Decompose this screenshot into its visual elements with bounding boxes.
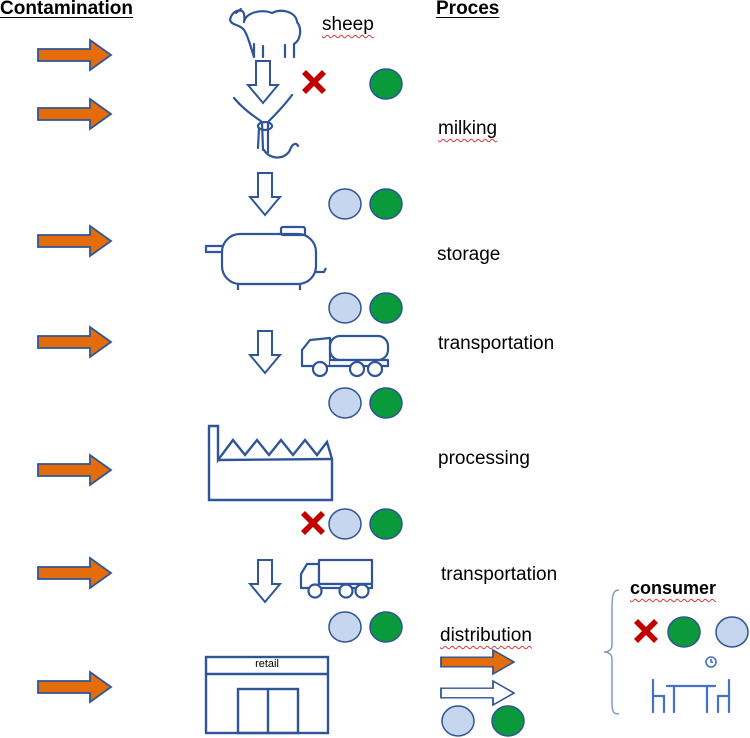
light-circle-2	[328, 188, 362, 220]
green-circle-3	[369, 292, 403, 324]
step-label-processing: processing	[438, 448, 530, 469]
consumer-label: consumer	[630, 578, 717, 598]
retail-label: retail	[255, 658, 279, 670]
consumer-bracket	[603, 589, 620, 715]
green-circle-6	[369, 611, 403, 643]
contamination-arrow-7	[37, 671, 112, 703]
light-circle-6	[328, 611, 362, 643]
tanker-truck-icon	[300, 334, 390, 378]
green-circle-2	[369, 188, 403, 220]
clock-icon	[705, 656, 717, 668]
consumer-cross-marker	[634, 619, 658, 643]
contamination-arrow-2	[37, 98, 112, 130]
step-label-transportation-1: transportation	[438, 333, 555, 354]
contamination-header: Contamination	[0, 0, 133, 19]
dining-table-icon	[651, 678, 731, 714]
light-circle-3	[328, 292, 362, 324]
step-label-milking: milking	[438, 118, 498, 139]
sheep-icon	[228, 7, 302, 59]
down-arrow-3	[249, 330, 281, 374]
cross-marker-5	[301, 511, 325, 535]
green-circle-7	[491, 705, 525, 737]
consumer-light-circle	[715, 616, 749, 648]
light-circle-5	[328, 508, 362, 540]
contamination-arrow-6	[37, 557, 112, 589]
green-circle-4	[369, 387, 403, 419]
contamination-arrow-4	[37, 326, 112, 358]
green-circle-1	[369, 68, 403, 100]
down-arrow-2	[249, 172, 281, 216]
step-label-storage: storage	[437, 244, 501, 265]
process-header: Proces	[436, 0, 500, 19]
light-circle-7	[441, 705, 475, 737]
distribution-orange-arrow	[440, 648, 516, 676]
light-circle-4	[328, 387, 362, 419]
milking-cluster-icon	[232, 93, 300, 159]
distribution-white-arrow	[440, 679, 516, 707]
down-arrow-4	[249, 559, 281, 603]
green-circle-5	[369, 508, 403, 540]
storage-tank-icon	[204, 225, 327, 290]
retail-shop-icon	[204, 655, 330, 735]
contamination-arrow-5	[37, 454, 112, 486]
consumer-green-circle	[667, 616, 701, 648]
contamination-arrow-1	[37, 39, 112, 71]
contamination-arrow-3	[37, 225, 112, 257]
step-label-sheep: sheep	[322, 14, 374, 35]
delivery-truck-icon	[299, 558, 374, 599]
cross-marker-1	[302, 70, 326, 94]
down-arrow-1	[247, 60, 279, 104]
step-label-distribution: distribution	[440, 625, 532, 646]
step-label-transportation-2: transportation	[441, 564, 558, 585]
factory-icon	[207, 424, 334, 502]
